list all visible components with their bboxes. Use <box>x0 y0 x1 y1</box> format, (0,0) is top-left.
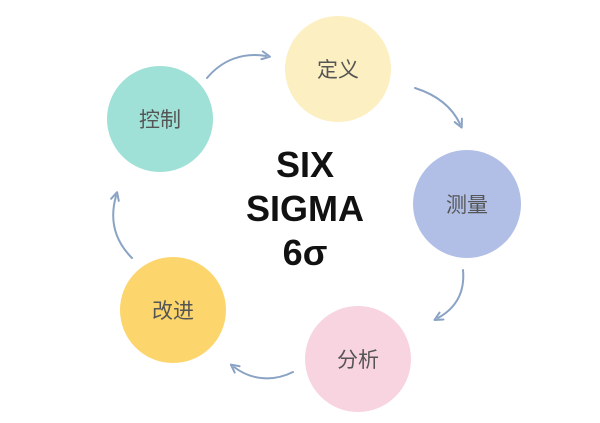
step-analyze: 分析 <box>305 306 411 412</box>
center-title: SIX SIGMA 6σ <box>205 143 405 275</box>
step-measure: 测量 <box>413 150 521 258</box>
center-title-line-3: 6σ <box>282 232 328 273</box>
step-improve-label: 改进 <box>152 299 194 323</box>
arrow-control-to-define <box>206 50 271 79</box>
center-title-line-2: SIGMA <box>245 188 364 229</box>
arrow-improve-to-control <box>110 191 133 259</box>
step-measure-label: 测量 <box>446 193 488 217</box>
arrow-analyze-to-improve <box>229 363 294 380</box>
step-control: 控制 <box>107 66 213 172</box>
arrow-define-to-measure <box>414 87 463 129</box>
step-improve: 改进 <box>120 257 226 363</box>
arrow-measure-to-analyze <box>433 269 465 321</box>
step-define-label: 定义 <box>317 58 359 82</box>
step-analyze-label: 分析 <box>337 348 379 372</box>
step-define: 定义 <box>285 16 391 122</box>
step-control-label: 控制 <box>139 108 181 132</box>
center-title-line-1: SIX <box>275 144 335 185</box>
